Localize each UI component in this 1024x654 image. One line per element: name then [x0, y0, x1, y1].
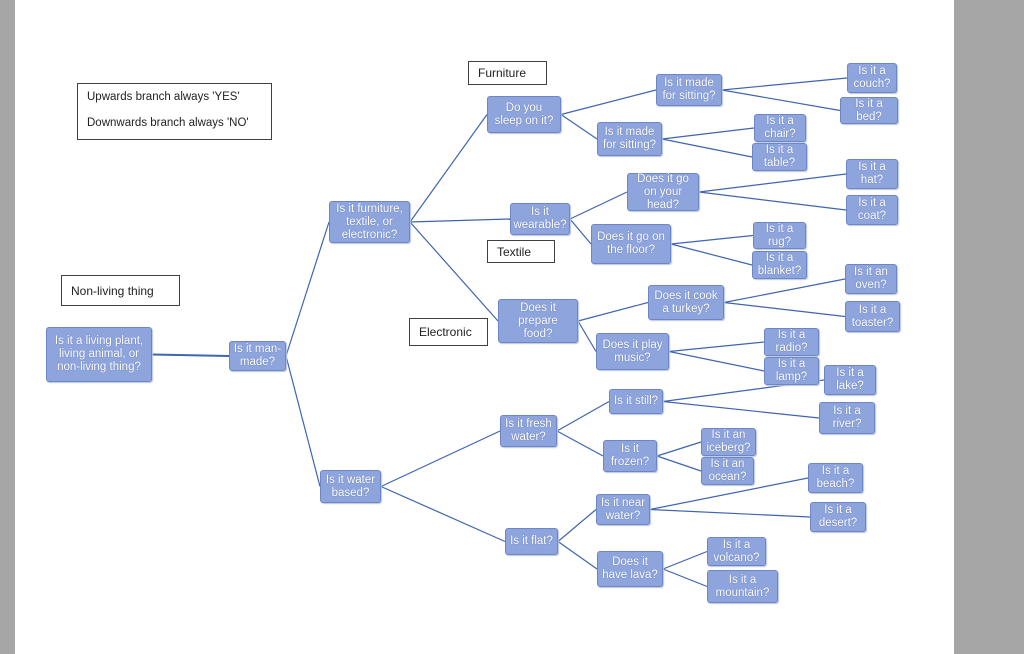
- edge-made_sitting_2-to-chair: [661, 127, 755, 140]
- node-fresh-water: Is it fresh water?: [500, 415, 557, 447]
- node-bed: Is it a bed?: [840, 97, 898, 124]
- node-chair: Is it a chair?: [754, 114, 806, 142]
- label-electronic: Electronic: [409, 318, 488, 346]
- edge-fresh_water-to-still: [556, 400, 610, 432]
- edge-go_floor-to-rug: [670, 234, 754, 245]
- node-hat: Is it a hat?: [846, 159, 898, 189]
- node-iceberg: Is it an iceberg?: [701, 428, 756, 456]
- node-wearable: Is it wearable?: [510, 203, 570, 235]
- node-mountain: Is it a mountain?: [707, 570, 778, 603]
- node-toaster: Is it a toaster?: [845, 301, 900, 332]
- edge-play_music-to-radio: [668, 341, 765, 353]
- node-still: Is it still?: [609, 389, 663, 414]
- node-made-for-sitting-2: Is it made for sitting?: [597, 122, 662, 156]
- node-oven: Is it an oven?: [845, 264, 897, 294]
- node-go-on-floor: Does it go on the floor?: [591, 224, 671, 264]
- node-frozen: Is it frozen?: [603, 440, 657, 472]
- edge-go_head-to-hat: [698, 173, 847, 193]
- edge-go_head-to-coat: [698, 191, 847, 211]
- edge-man_made-to-category: [285, 221, 330, 357]
- node-cook-turkey: Does it cook a turkey?: [648, 285, 724, 320]
- label-textile: Textile: [487, 240, 555, 263]
- edge-still-to-river: [662, 400, 820, 419]
- edge-cook_turkey-to-oven: [723, 278, 846, 304]
- edge-prepare_food-to-play_music: [577, 320, 597, 352]
- edge-category-to-wearable: [409, 218, 511, 223]
- edge-sleep-to-made_sitting_2: [560, 114, 598, 140]
- edge-play_music-to-lamp: [668, 350, 765, 372]
- edge-wearable-to-go_floor: [569, 218, 592, 245]
- node-near-water: Is it near water?: [596, 494, 650, 525]
- node-lake: Is it a lake?: [824, 365, 876, 395]
- node-coat: Is it a coat?: [846, 195, 898, 225]
- node-rug: Is it a rug?: [753, 222, 806, 249]
- edge-sleep-to-made_sitting_1: [560, 89, 657, 116]
- node-river: Is it a river?: [819, 402, 875, 434]
- edge-wearable-to-go_head: [569, 191, 628, 220]
- node-prepare-food: Does it prepare food?: [498, 299, 578, 343]
- node-have-lava: Does it have lava?: [597, 551, 663, 587]
- edge-prepare_food-to-cook_turkey: [577, 301, 649, 322]
- node-root: Is it a living plant, living animal, or …: [46, 327, 152, 382]
- edge-frozen-to-iceberg: [656, 441, 702, 457]
- node-made-for-sitting-1: Is it made for sitting?: [656, 74, 722, 106]
- node-man-made: Is it man- made?: [229, 341, 286, 371]
- node-sleep: Do you sleep on it?: [487, 96, 561, 133]
- node-lamp: Is it a lamp?: [764, 357, 819, 385]
- node-flat: Is it flat?: [505, 528, 558, 555]
- edge-category-to-prepare_food: [409, 221, 499, 322]
- node-go-on-head: Does it go on your head?: [627, 173, 699, 211]
- label-furniture: Furniture: [468, 61, 547, 85]
- edge-flat-to-lava: [557, 541, 598, 570]
- legend-box: Upwards branch always 'YES' Downwards br…: [77, 83, 272, 140]
- edge-category-to-sleep: [409, 114, 488, 223]
- node-category: Is it furniture, textile, or electronic?: [329, 201, 410, 243]
- edge-made_sitting_1-to-couch: [721, 77, 848, 91]
- edge-water_based-to-fresh_water: [380, 430, 501, 488]
- node-couch: Is it a couch?: [847, 63, 897, 93]
- edge-man_made-to-water_based: [285, 355, 321, 487]
- edge-made_sitting_2-to-table: [661, 138, 753, 158]
- node-beach: Is it a beach?: [808, 463, 863, 493]
- edge-flat-to-near_water: [557, 509, 597, 542]
- edge-cook_turkey-to-toaster: [723, 301, 846, 318]
- edge-go_floor-to-blanket: [670, 243, 753, 266]
- edge-root-to-man_made: [151, 353, 230, 357]
- legend-no: Downwards branch always 'NO': [87, 117, 249, 129]
- node-radio: Is it a radio?: [764, 328, 819, 356]
- edge-near_water-to-beach: [649, 477, 809, 511]
- node-ocean: Is it an ocean?: [701, 457, 754, 485]
- edge-fresh_water-to-frozen: [556, 430, 604, 457]
- edge-near_water-to-desert: [649, 508, 811, 518]
- node-play-music: Does it play music?: [596, 333, 669, 370]
- node-desert: Is it a desert?: [810, 502, 866, 532]
- legend-yes: Upwards branch always 'YES': [87, 91, 240, 103]
- node-table: Is it a table?: [752, 143, 807, 171]
- label-non-living: Non-living thing: [61, 275, 180, 306]
- edge-lava-to-volcano: [662, 550, 708, 570]
- node-blanket: Is it a blanket?: [752, 251, 807, 279]
- edge-frozen-to-ocean: [656, 455, 702, 472]
- edge-made_sitting_1-to-bed: [721, 89, 841, 112]
- edge-water_based-to-flat: [380, 485, 506, 543]
- node-water-based: Is it water based?: [320, 470, 381, 503]
- node-volcano: Is it a volcano?: [707, 537, 766, 566]
- edge-lava-to-mountain: [662, 568, 708, 588]
